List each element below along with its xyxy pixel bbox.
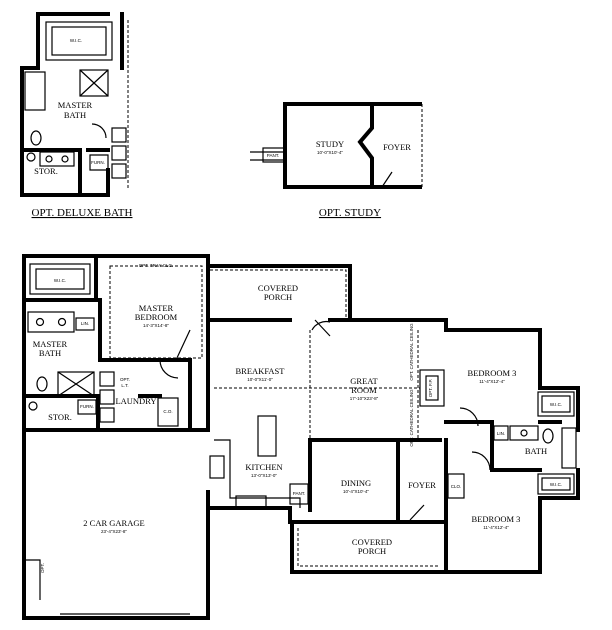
garage-label: 2 CAR GARAGE <box>83 518 144 528</box>
study-pant-label: PANT. <box>267 153 279 158</box>
great-room-line1: GREAT <box>350 376 378 386</box>
deluxe-master-bath-line1: MASTER <box>58 100 93 110</box>
hall-bath-tub <box>561 427 577 469</box>
kitchen-sink <box>235 495 267 509</box>
hall-bath-label: BATH <box>525 446 547 456</box>
bedroom3-top-dim: 11'-4"X12'-4" <box>479 379 505 384</box>
deluxe-master-bath-line2: BATH <box>64 110 86 120</box>
master-bedroom-dim: 14'-3"X14'-8" <box>143 323 169 328</box>
garage-opt-label: OPT. <box>40 563 45 573</box>
bedroom3-top-label: BEDROOM 3 <box>468 368 517 378</box>
deluxe-bath-plan: W.I.C. MASTER BATH STOR. FURN. OPT. DELU… <box>20 12 133 219</box>
opt-cathedral-1: OPT. CATHEDRAL CEILING <box>409 323 414 381</box>
main-foyer-label: FOYER <box>408 480 436 490</box>
covered-porch-bottom-line1: COVERED <box>352 537 392 547</box>
opt-lt-line1: OPT. <box>120 377 130 382</box>
deluxe-tub <box>24 71 46 111</box>
master-bedroom-line1: MASTER <box>139 303 174 313</box>
opt-fireplace <box>419 369 445 407</box>
dining-label: DINING <box>341 478 371 488</box>
bedroom-top-wic-label: W.I.C. <box>550 402 562 407</box>
bedroom-bottom-wic <box>537 473 575 495</box>
opt-tray-ceiling <box>109 265 203 359</box>
main-master-bath-line2: BATH <box>39 348 61 358</box>
opt-lt-line2: L.T. <box>121 383 128 388</box>
bedroom3-bottom-label: BEDROOM 3 <box>472 514 521 524</box>
main-wic-label: W.I.C. <box>54 278 66 283</box>
deluxe-shower <box>79 69 109 97</box>
covered-porch-top-line1: COVERED <box>258 283 298 293</box>
opt-fp-label: OPT. F.P. <box>428 379 433 397</box>
deluxe-stor-label: STOR. <box>34 166 58 176</box>
study-plan: STUDY 10'-0"X10'-4" FOYER PANT. OPT. STU… <box>250 102 423 219</box>
main-lin-label: LIN. <box>81 321 89 326</box>
bedroom-bottom-wic-label: W.I.C. <box>550 482 562 487</box>
great-room-dim: 17'-10"X23'-8" <box>350 396 379 401</box>
master-bedroom-line2: BEDROOM <box>135 312 178 322</box>
hall-lin-label: LIN. <box>497 431 505 436</box>
main-master-bath-line1: MASTER <box>33 339 68 349</box>
breakfast-label: BREAKFAST <box>236 366 286 376</box>
main-pant-label: PANT. <box>293 491 305 496</box>
main-plan: W.I.C. OPT. TRAY CLG. MASTER BEDROOM 14'… <box>22 254 580 620</box>
study-label: STUDY <box>316 139 344 149</box>
breakfast-dim: 10'-0"X11'-0" <box>247 377 273 382</box>
bedroom3-bottom-dim: 11'-4"X12'-4" <box>483 525 509 530</box>
bedroom-top-wic <box>537 391 575 417</box>
deluxe-wic-closet <box>45 21 113 61</box>
deluxe-furn-label: FURN. <box>91 160 105 165</box>
kitchen-label: KITCHEN <box>245 462 282 472</box>
kitchen-dim: 13'-0"X13'-0" <box>251 473 277 478</box>
main-furn-label: FURN. <box>80 404 94 409</box>
covered-porch-bottom-line2: PORCH <box>358 546 386 556</box>
main-stor-label: STOR. <box>48 412 72 422</box>
deluxe-wic-label: W.I.C. <box>70 38 82 43</box>
deluxe-bath-title: OPT. DELUXE BATH <box>32 207 133 219</box>
main-shower <box>57 371 95 397</box>
dining-dim: 10'-4"X10'-4" <box>343 489 369 494</box>
covered-porch-top-line2: PORCH <box>264 292 292 302</box>
kitchen-island <box>257 415 277 457</box>
opt-tray-label: OPT. TRAY CLG. <box>139 263 174 268</box>
garage-dim: 23'-4"X23'-8" <box>101 529 127 534</box>
study-foyer-label: FOYER <box>383 142 411 152</box>
laundry-label: LAUNDRY <box>115 396 156 406</box>
study-title: OPT. STUDY <box>319 207 381 219</box>
hall-clo-label: CLO. <box>451 484 462 489</box>
great-room-line2: ROOM <box>351 385 377 395</box>
main-wic-closet <box>29 263 91 295</box>
study-dim: 10'-0"X10'-4" <box>317 150 343 155</box>
opt-cathedral-2: OPT. CATHEDRAL CEILING <box>409 389 414 447</box>
co-label: C.O. <box>163 409 172 414</box>
